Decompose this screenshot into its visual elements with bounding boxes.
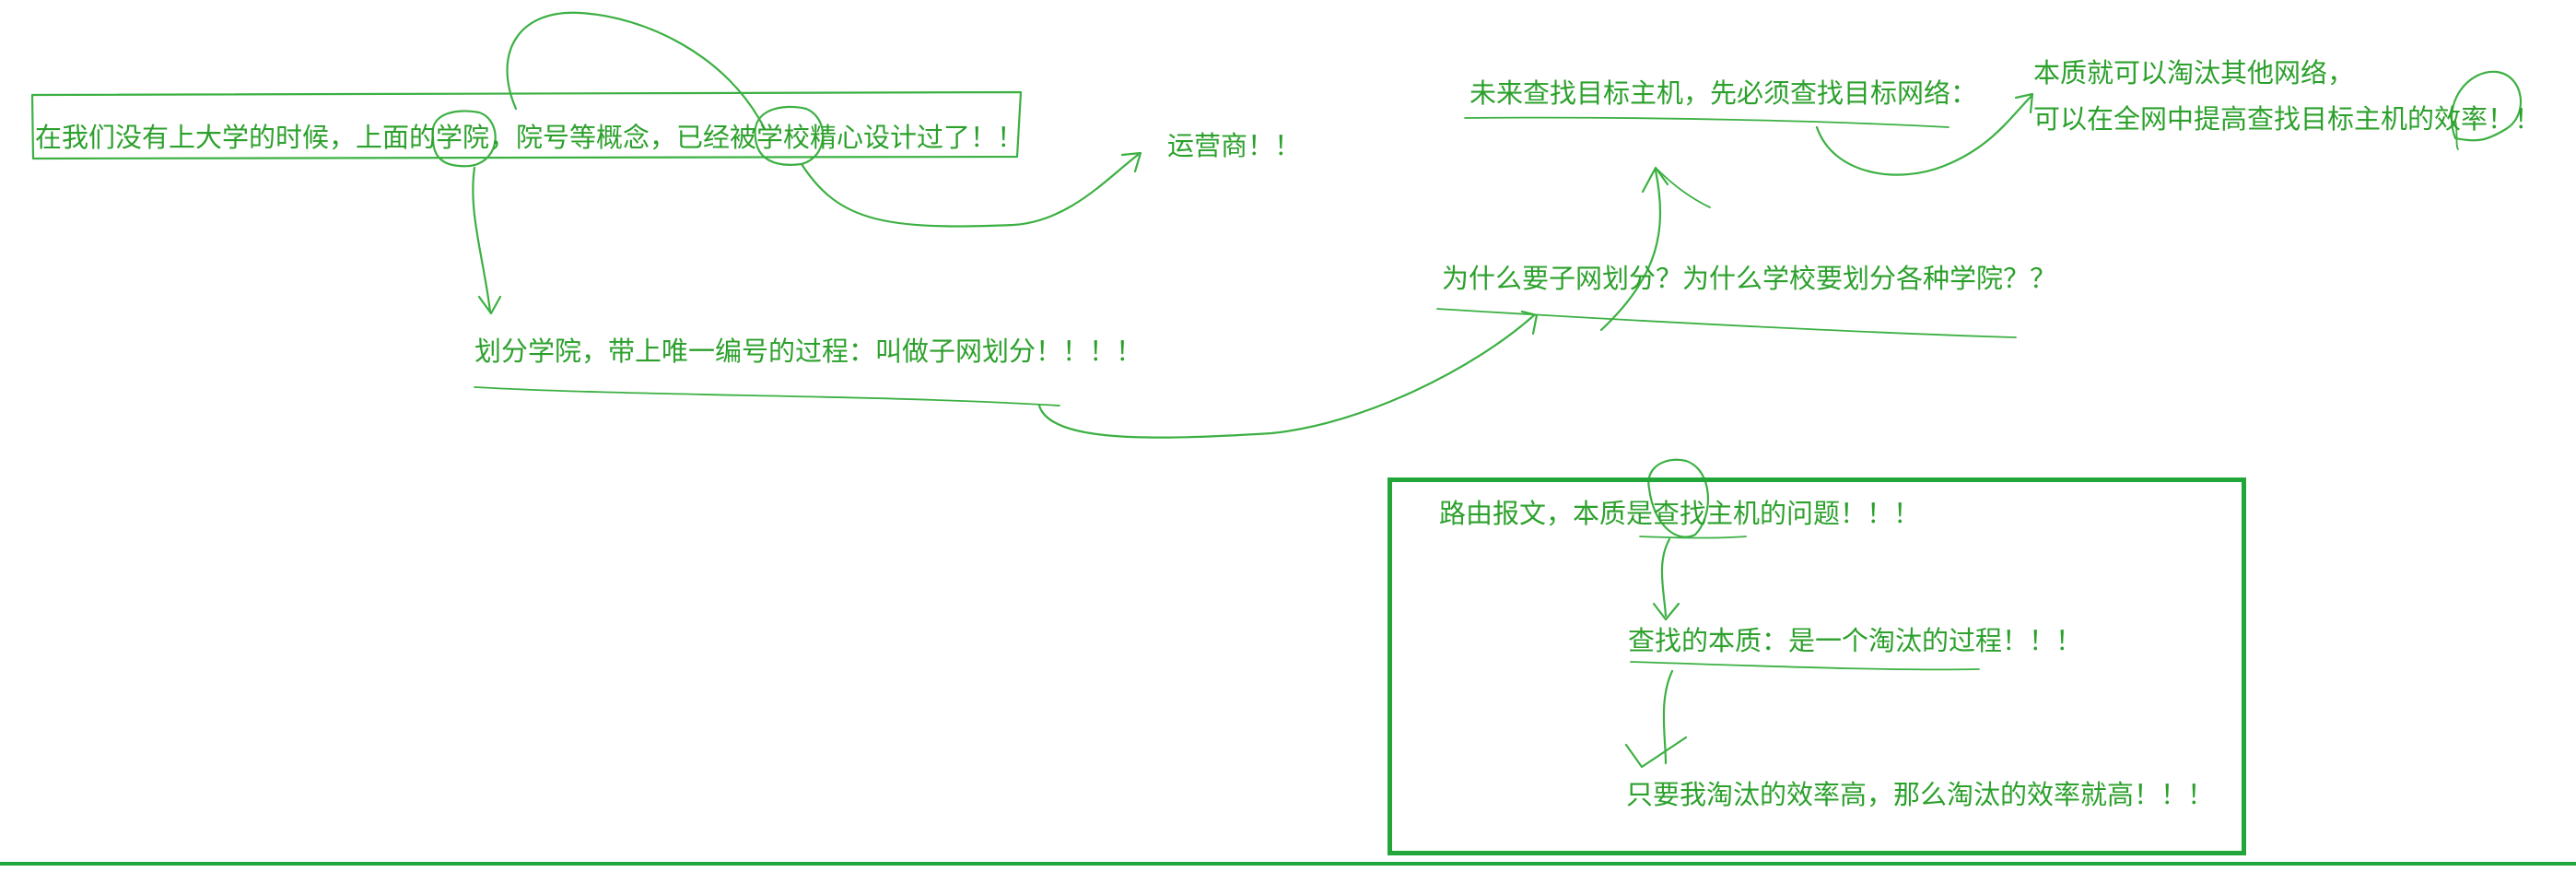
future-find-note: 未来查找目标主机，先必须查找目标网络： [1469,77,1978,109]
find-host-circle-stroke [1647,458,1710,538]
college-down-arrowhead [477,295,502,315]
college-down-arrow [472,166,492,313]
divide-underline [474,386,1060,407]
find-essence-note: 查找的本质：是一个淘汰的过程！！！ [1628,625,2083,656]
school-analogy-note: 在我们没有上大学的时候，上面的学院，院号等概念，已经被学校精心设计过了！！ [35,122,1025,153]
routing-underline [1639,536,1747,539]
to-operator-arrowhead [1120,151,1142,173]
efficiency-note: 只要我淘汰的效率高，那么淘汰的效率就高！！！ [1626,779,2215,810]
why-subnet-note: 为什么要子网划分？为什么学校要划分各种学院？？ [1442,263,2057,294]
find-down-arrowhead [1624,736,1688,769]
future-underline [1464,116,1950,128]
find-essence-underline [1630,661,1980,671]
to-why-arrow [1037,313,1536,439]
find-down-arrow [1662,669,1674,765]
school-circle-stroke [754,105,825,166]
bottom-divider [0,862,2576,866]
routing-note: 路由报文，本质是查找主机的问题！！！ [1439,498,1921,529]
routing-down-arrowhead [1652,602,1680,621]
routing-down-arrow [1660,537,1671,618]
routing-summary-box [1388,477,2246,855]
to-operator-arrow [800,153,1140,228]
college-circle-stroke [431,110,497,168]
efficiency-circle-stroke [2450,70,2523,142]
essence-line1-note: 本质就可以淘汰其他网络， [2033,57,2355,88]
college-loop-stroke [506,11,767,131]
why-underline [1436,308,2017,338]
sentence-box-stroke [30,90,1023,160]
why-up-arrow [1599,169,1662,332]
operator-note: 运营商！！ [1167,130,1302,161]
divide-college-note: 划分学院，带上唯一编号的过程：叫做子网划分！！！！ [474,336,1143,367]
to-essence-arrow [1815,94,2033,176]
why-up-tail [1655,167,1711,208]
essence-line2-note: 可以在全网中提高查找目标主机的效率！！ [2033,103,2542,135]
efficiency-tail [2454,119,2459,150]
to-essence-arrowhead [2014,92,2034,114]
